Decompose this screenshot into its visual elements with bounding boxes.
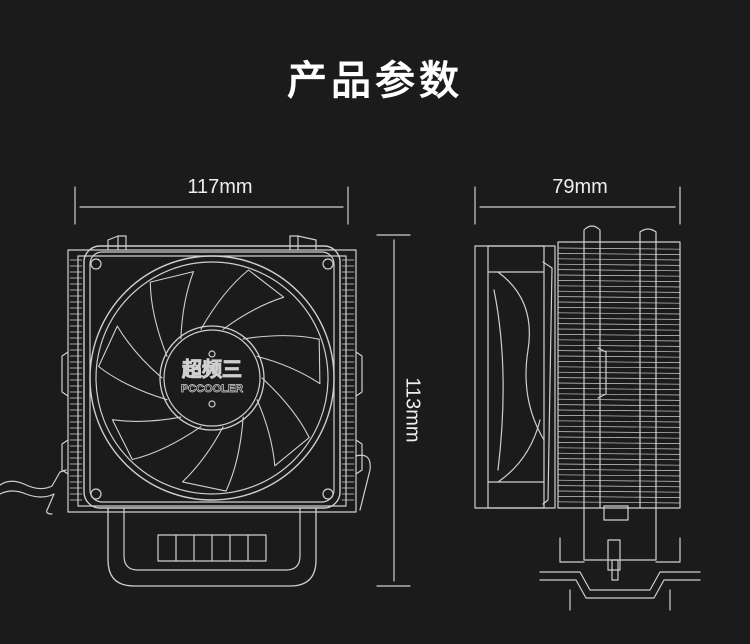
height-dimension-line bbox=[376, 234, 411, 587]
logo-latin-text: PCCOOLER bbox=[181, 383, 243, 395]
brand-logo: 超频三 PCCOOLER bbox=[180, 357, 243, 396]
side-view bbox=[474, 225, 701, 611]
page-title: 产品参数 bbox=[287, 58, 463, 104]
logo-chinese-text: 超频三 bbox=[181, 357, 242, 381]
side-width-label: 79mm bbox=[552, 176, 608, 198]
front-view bbox=[0, 235, 371, 587]
side-width-dimension-line bbox=[474, 186, 681, 225]
front-width-dimension-line bbox=[74, 186, 349, 225]
front-width-label: 117mm bbox=[187, 176, 253, 198]
